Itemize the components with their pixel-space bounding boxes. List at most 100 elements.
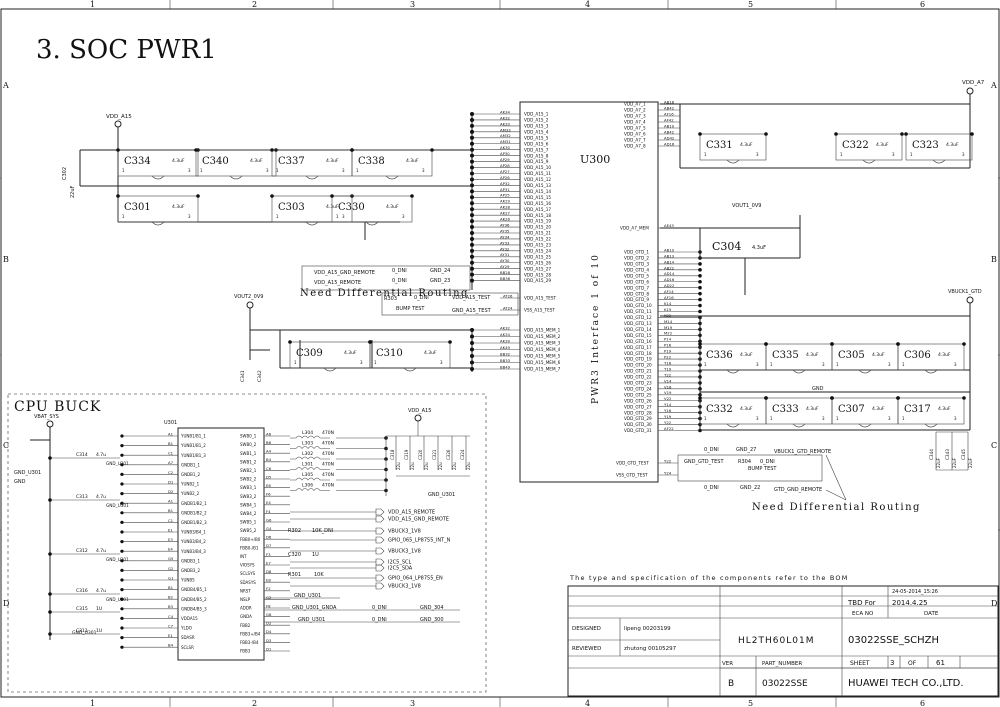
c341-label: C341 (240, 370, 246, 382)
net-port (375, 527, 385, 535)
pin-num: 3 (954, 362, 957, 367)
r304-label: R304 (738, 459, 751, 465)
u300-ball-gtd: V22 (664, 396, 672, 401)
u301-pin-left: YUNB2_1 (180, 482, 200, 487)
border-col-bottom-1: 1 (90, 699, 95, 707)
junction-dot (698, 309, 702, 314)
u301-pin-left: GNDB1/B2_3 (181, 520, 207, 525)
u301-ball: A6 (266, 431, 272, 436)
part-label: PART_NUMBER (762, 661, 802, 667)
u300-ball-mem: AK34 (500, 332, 511, 337)
u300-pin-gtd: VDD_GTD_14 (624, 327, 652, 332)
net-remote: VDD_A15_REMOTE (314, 280, 361, 286)
capacitor-ref: C336 (706, 350, 733, 361)
u301-ball: D1 (168, 479, 174, 484)
u301-pin-right: INT (240, 554, 247, 559)
u301-ball: B6 (266, 440, 272, 445)
junction-dot (830, 396, 834, 400)
u300-ball-a15: AM33 (500, 127, 511, 132)
u301-pin-right: VIOSYS (240, 563, 255, 568)
u300-pin-a7: VDD_A7_1 (624, 102, 646, 107)
u300-ball-gtd: AB22 (664, 265, 675, 270)
u300-pin-a15: VDD_A15_4 (524, 129, 549, 134)
pin-num: 3 (962, 152, 965, 157)
junction-dot (120, 482, 124, 486)
capacitor-value: 4.3uF (344, 350, 357, 356)
junction-dot (698, 268, 702, 272)
junction-dot (470, 207, 474, 212)
u300-ball-gtd: K22 (664, 313, 672, 318)
vout1-label: VOUT1_0V9 (732, 203, 761, 209)
inductor-value: 470N (322, 441, 334, 447)
inductor-value: 470N (322, 483, 334, 489)
u300-test-pin: VDD_A15_TEST (524, 296, 557, 301)
pin-num: 3 (342, 214, 345, 219)
date-stamp: 24-05-2014_15:26 (892, 589, 938, 595)
u301-pin-right: SWB1_2 (240, 459, 257, 464)
u300-ball-mem: BB49 (500, 364, 511, 369)
pin-num: 1 (122, 168, 125, 173)
u301-gnd-label: GND_U301 (106, 557, 129, 562)
u301-signal-name: VDD_A15_REMOTE (388, 510, 435, 516)
junction-dot (698, 291, 702, 296)
inductor-ref: L303 (302, 441, 313, 447)
junction-dot (896, 342, 900, 346)
sheet-label: SHEET (850, 660, 870, 667)
junction-dot (120, 520, 124, 525)
u300-ball-a7: AB42 (664, 129, 675, 134)
u301-pin-right: GNDA (240, 614, 252, 619)
inductor-ref: L305 (302, 472, 313, 478)
u301-input-cap-val: 4.7u (96, 452, 106, 458)
u300-symbol (519, 101, 659, 483)
u301-pin-right: SWB3_1 (240, 485, 257, 490)
u300-pin-gtd: VDD_GTD_11 (624, 309, 652, 314)
u300-pin-a15: VDD_A15_27 (524, 266, 551, 271)
u300-ball-a15: AK34 (500, 109, 511, 114)
u300-pin-a15: VDD_A15_16 (524, 201, 551, 206)
u300-pin-gtd: VDD_GTD_3 (624, 262, 649, 267)
u301-pin-right: SWB4_2 (240, 511, 257, 516)
capacitor-ref: C305 (838, 350, 865, 361)
u300-test-pin: VSS_A15_TEST (524, 308, 555, 313)
pin-num: 3 (440, 360, 443, 365)
u300-ball-gtd: V16 (664, 384, 672, 389)
border-row-left-D: D (3, 599, 9, 608)
u300-gtd-test-ball: Y24 (664, 470, 672, 475)
net-port (375, 574, 385, 582)
pin-num: 1 (836, 362, 839, 367)
capacitor-value: 4.3uF (386, 204, 399, 210)
pin-num: 3 (342, 168, 345, 173)
u301-pin-right: SWB1_1 (240, 451, 257, 456)
gnd-u301-out: GND_U301 (428, 492, 455, 498)
junction-dot (120, 626, 124, 630)
sheet-num: 3 (890, 659, 894, 667)
junction-dot (470, 254, 474, 259)
u300-pin-a15: VDD_A15_8 (524, 153, 549, 158)
junction-dot (120, 540, 124, 544)
junction-dot (470, 165, 474, 170)
u300-pin-a15: VDD_A15_12 (524, 177, 551, 182)
pin-num: 3 (822, 416, 825, 421)
eca-label: ECA NO (852, 611, 874, 617)
junction-dot (470, 135, 474, 140)
u300-ball-a15: AY30 (500, 258, 510, 263)
junction-dot (120, 607, 124, 611)
u300-pin-a15: VDD_A15_5 (524, 135, 549, 140)
pin-num: 1 (356, 168, 359, 173)
u300-ball-gtd: M22 (664, 331, 673, 336)
capacitor-ref: C310 (376, 348, 403, 359)
u300-pin-a15: VDD_A15_22 (524, 237, 551, 242)
junction-dot (120, 530, 124, 534)
u300-ball-gtd: T16 (663, 360, 672, 365)
bom-note: The type and specification of the compon… (569, 574, 849, 582)
u301-ball: F3 (266, 552, 271, 557)
u301-pin-right: SWB2_1 (240, 468, 257, 473)
u301-input-cap-val: 1U (96, 606, 102, 612)
